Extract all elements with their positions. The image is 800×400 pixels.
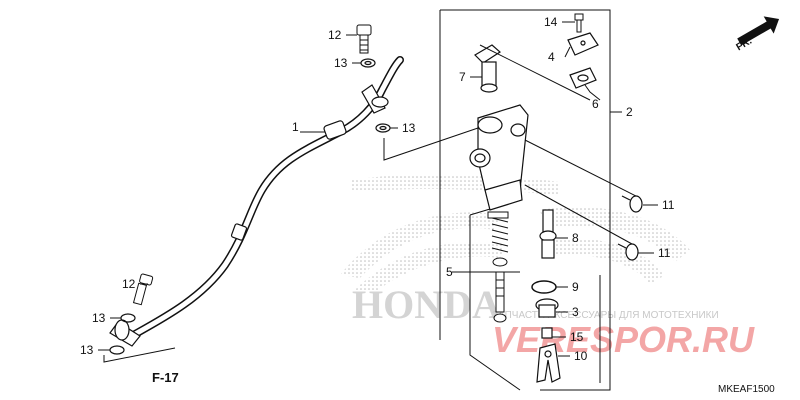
callout-2: 2 xyxy=(626,105,633,119)
pushrod-5-icon xyxy=(492,257,508,323)
store-site-watermark: VERESPOR.RU xyxy=(492,319,755,360)
callout-6: 6 xyxy=(592,97,599,111)
callout-5: 5 xyxy=(446,265,453,279)
front-direction-arrow xyxy=(737,16,780,46)
callout-13-low1: 13 xyxy=(92,311,106,325)
washer-13-top-icon xyxy=(360,58,376,68)
fitting-7-icon xyxy=(474,44,501,93)
bolt-12-bottom-icon xyxy=(132,273,154,306)
washer-13-low2-icon xyxy=(109,345,125,355)
spring-icon xyxy=(487,211,509,253)
callout-13-low2: 13 xyxy=(80,343,94,357)
boot-3-icon xyxy=(535,298,559,318)
brake-hose xyxy=(109,56,404,347)
nut-15-icon xyxy=(541,327,553,339)
part-code: MKEAF1500 xyxy=(718,384,775,395)
washer-13-low1-icon xyxy=(120,313,136,323)
washer-13-mid-icon xyxy=(375,123,391,133)
callout-3: 3 xyxy=(572,305,579,319)
clevis-10-icon xyxy=(536,343,561,383)
callout-14: 14 xyxy=(544,15,558,29)
callout-1: 1 xyxy=(292,120,299,134)
store-caption-watermark: ЗАПЧАСТИ АКСЕССУАРЫ ДЛЯ МОТОТЕХНИКИ xyxy=(492,310,719,321)
leader-lines xyxy=(98,21,658,363)
callout-13-top: 13 xyxy=(334,56,348,70)
callout-10: 10 xyxy=(574,349,588,363)
callout-13-mid: 13 xyxy=(402,121,416,135)
bolt-11-upper-icon xyxy=(621,195,643,213)
callout-7: 7 xyxy=(459,70,466,84)
bolt-11-lower-icon xyxy=(617,243,639,261)
callout-15: 15 xyxy=(570,330,584,344)
callout-11-lower: 11 xyxy=(658,246,671,260)
reference-label: F-17 xyxy=(152,370,179,385)
diaphragm-6-icon xyxy=(569,67,597,89)
callout-4: 4 xyxy=(548,50,555,64)
callout-12-bottom: 12 xyxy=(122,277,136,291)
screw-14-icon xyxy=(574,13,584,33)
honda-brand-watermark: HONDA xyxy=(352,282,501,327)
piston-8-icon xyxy=(539,209,557,259)
callout-8: 8 xyxy=(572,231,579,245)
bolt-12-top-icon xyxy=(356,24,372,54)
ring-9-icon xyxy=(531,280,557,294)
master-cylinder-body xyxy=(469,104,529,211)
callout-11-upper: 11 xyxy=(662,198,675,212)
callout-12-top: 12 xyxy=(328,28,342,42)
callout-9: 9 xyxy=(572,280,579,294)
cap-plate-4-icon xyxy=(567,32,599,56)
